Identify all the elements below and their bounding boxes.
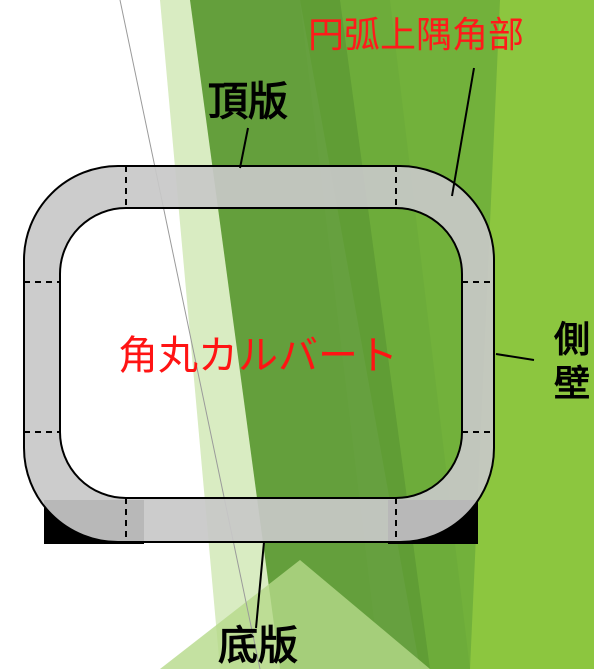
label-bottom-slab: 底版 (218, 623, 298, 669)
leader-haunch (451, 67, 475, 197)
leader-lines (239, 67, 535, 629)
bg-facet-bottom (160, 560, 430, 669)
label-haunch: 円弧上隅角部 (308, 15, 525, 56)
label-top-slab: 頂版 (208, 79, 288, 125)
leader-top-slab (239, 127, 249, 169)
segment-joints (24, 166, 494, 542)
label-culvert-name: 角丸カルバート (118, 333, 398, 379)
label-side-wall: 側壁 (548, 320, 589, 408)
bg-thin-line (119, 0, 261, 669)
leader-side-wall (495, 353, 535, 361)
leader-bottom-slab (255, 541, 265, 629)
